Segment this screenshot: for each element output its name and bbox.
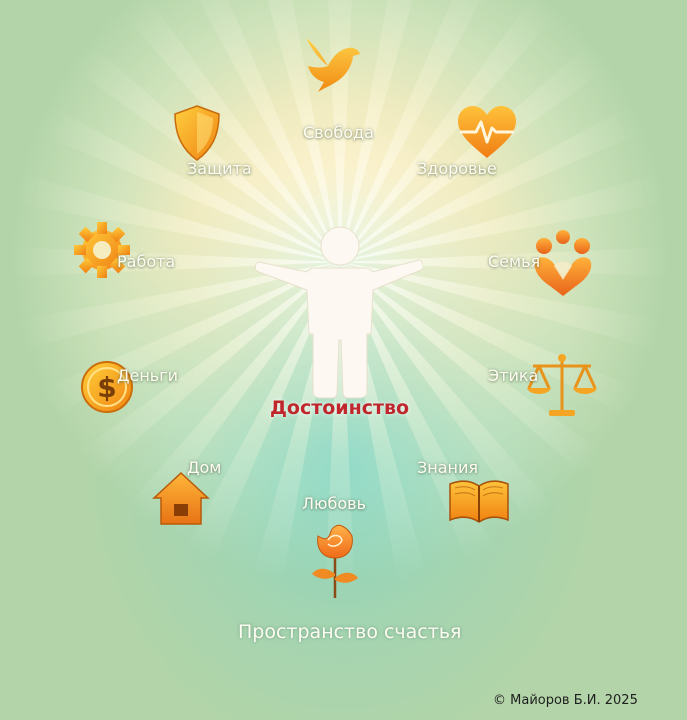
- label-money: Деньги: [117, 366, 179, 385]
- label-knowledge: Знания: [417, 458, 479, 477]
- person-figure: [253, 224, 424, 404]
- svg-text:$: $: [97, 371, 116, 404]
- family-icon: [530, 228, 596, 298]
- label-protection: Защита: [187, 159, 252, 178]
- subtitle: Пространство счастья: [238, 621, 462, 643]
- copyright: © Майоров Б.И. 2025: [493, 693, 638, 708]
- label-health: Здоровье: [417, 159, 497, 178]
- house-icon: [152, 470, 210, 526]
- open-book-icon: [448, 478, 510, 524]
- label-work: Работа: [117, 252, 176, 271]
- dove-icon: [302, 36, 362, 94]
- scales-icon: [525, 352, 599, 418]
- heart-pulse-icon: [456, 104, 518, 160]
- center-label-dignity: Достоинство: [270, 397, 410, 419]
- gear-icon: [72, 220, 132, 280]
- label-love: Любовь: [302, 494, 367, 513]
- rose-icon: [310, 522, 360, 600]
- dollar-coin-icon: $: [80, 360, 134, 414]
- shield-icon: [171, 104, 223, 162]
- label-family: Семья: [488, 252, 541, 271]
- label-freedom: Свобода: [303, 123, 374, 142]
- label-ethics: Этика: [488, 366, 539, 385]
- label-home: Дом: [187, 458, 222, 477]
